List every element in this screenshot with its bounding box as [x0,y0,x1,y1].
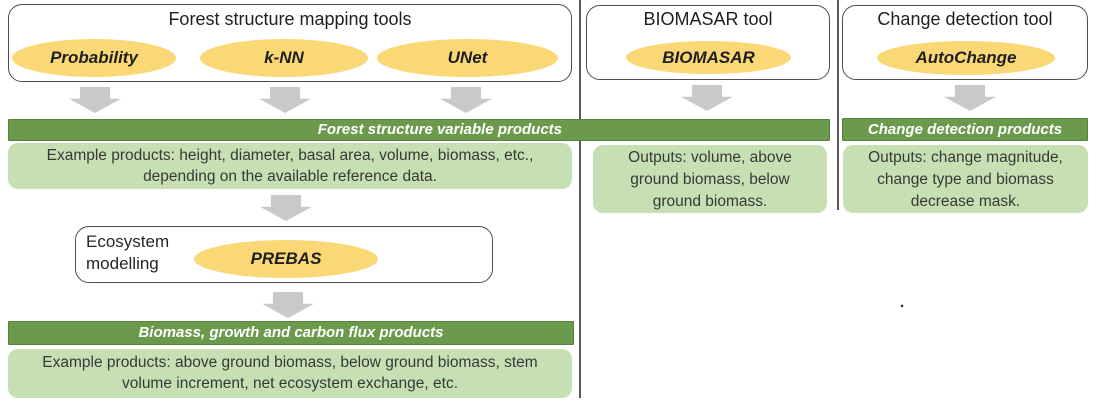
tool-ellipse-probability: Probability [12,39,176,77]
down-arrow-icon [681,85,733,111]
biomasar-outputs-box: Outputs: volume, above ground biomass, b… [593,145,827,213]
biomass-products-bar-label: Biomass, growth and carbon flux products [138,324,444,341]
biomasar-outputs-line-3: ground biomass. [652,193,768,210]
column-divider-right [837,0,839,210]
forest-products-box: Example products: height, diameter, basa… [8,143,572,189]
tool-ellipse-autochange: AutoChange [877,41,1055,75]
forest-products-line-2: depending on the available reference dat… [143,168,437,185]
down-arrow-icon [440,87,492,113]
forest-products-bar: Forest structure variable products [8,119,830,141]
change-outputs-line-2: change type and biomass [877,171,1054,188]
forest-products-line-1: Example products: height, diameter, basa… [46,147,534,164]
tool-ellipse-unet: UNet [377,39,558,77]
down-arrow-icon [944,85,996,111]
biomass-products-line-2: volume increment, net ecosystem exchange… [122,375,458,392]
tool-ellipse-prebas: PREBAS [194,240,378,278]
stray-period-mark: . [900,294,905,311]
down-arrow-icon [260,195,312,221]
biomass-products-line-1: Example products: above ground biomass, … [42,354,538,371]
change-outputs-line-1: Outputs: change magnitude, [868,149,1063,166]
forest-products-bar-label: Forest structure variable products [317,121,562,138]
biomasar-tool-title: BIOMASAR tool [643,9,773,29]
ecosystem-modelling-label: Ecosystem modelling [86,231,169,275]
change-detection-tool-title: Change detection tool [877,9,1053,29]
column-divider-left [579,0,581,398]
ecosystem-label-line-1: Ecosystem [86,232,170,251]
tool-label-prebas: PREBAS [250,249,322,268]
tool-ellipse-biomasar: BIOMASAR [626,41,791,74]
forest-tools-title: Forest structure mapping tools [168,9,412,29]
down-arrow-icon [69,87,121,113]
biomasar-outputs-line-2: ground biomass, below [630,171,790,188]
change-outputs-line-3: decrease mask. [910,193,1021,210]
tool-label-biomasar: BIOMASAR [662,47,755,67]
change-products-bar: Change detection products [842,118,1088,141]
change-products-bar-label: Change detection products [867,121,1063,138]
tool-label-knn: k-NN [264,48,304,67]
biomass-products-bar: Biomass, growth and carbon flux products [8,321,574,345]
tool-label-autochange: AutoChange [915,48,1017,67]
down-arrow-icon [259,87,311,113]
biomasar-outputs-line-1: Outputs: volume, above [628,149,792,166]
tool-ellipse-knn: k-NN [200,39,368,77]
change-outputs-box: Outputs: change magnitude, change type a… [843,145,1088,213]
tool-label-probability: Probability [50,48,138,67]
down-arrow-icon [262,292,314,318]
tool-label-unet: UNet [447,48,488,67]
biomass-products-box: Example products: above ground biomass, … [8,349,572,398]
ecosystem-label-line-2: modelling [86,254,159,273]
